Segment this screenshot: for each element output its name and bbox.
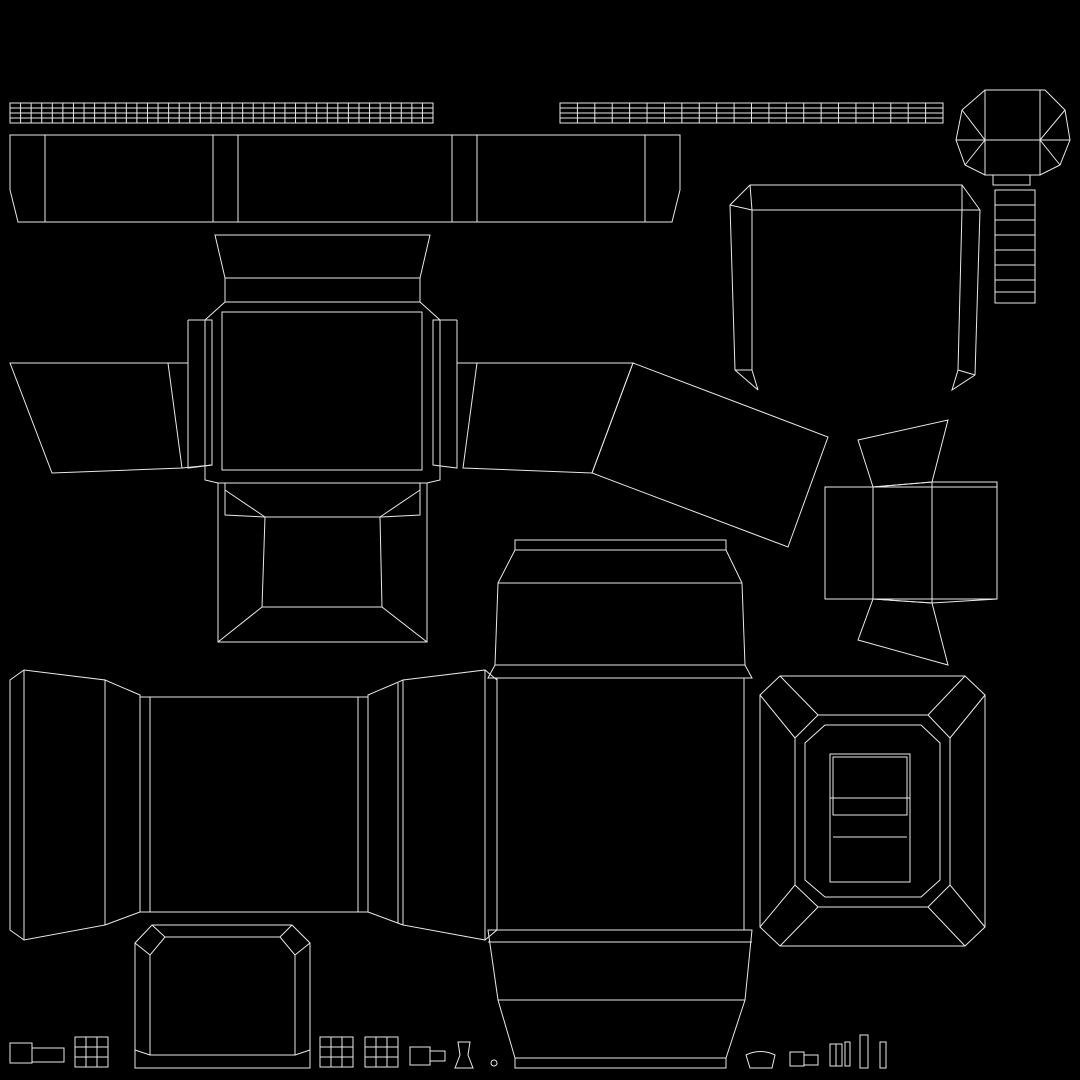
uv-island-large-horizontal [9, 669, 498, 941]
uv-island-small-pieces [9, 1034, 887, 1069]
uv-island-center-cross [9, 234, 829, 643]
uv-island-top-strip-left [9, 102, 434, 124]
uv-island-bottom-frame [134, 924, 311, 1069]
uv-island-large-vertical [487, 539, 753, 1069]
uv-island-long-panel [9, 134, 681, 223]
uv-island-top-strip-right [559, 102, 944, 124]
uv-island-arch [729, 184, 981, 392]
uv-island-round-cap [955, 89, 1071, 304]
uv-island-small-cross [824, 419, 998, 666]
uv-island-right-frame [759, 675, 986, 947]
